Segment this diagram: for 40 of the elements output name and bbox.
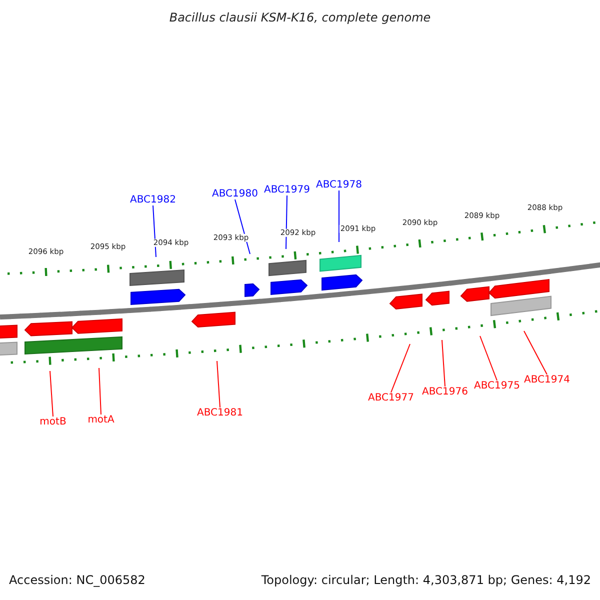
leader-line [390,344,410,393]
gene-feature [191,312,236,328]
accession-label: Accession: NC_006582 [9,574,146,588]
gene-feature [270,279,308,295]
gene-block [0,324,18,339]
gene-label: ABC1979 [264,184,310,196]
gene-feature [322,274,363,291]
leader-line [524,330,548,375]
leader-line [338,190,340,242]
title: Bacillus clausii KSM-K16, complete genome [169,11,431,25]
gene-block [268,260,306,276]
gene-label: motA [88,414,114,426]
gene-feature [130,288,186,305]
gene-block [130,269,184,286]
leader-line [286,195,288,250]
leader-line [234,199,250,254]
gene-label: ABC1978 [316,180,362,190]
gene-feature [71,318,122,334]
gene-feature [460,286,490,302]
gene-label: ABC1974 [524,374,570,386]
gene-label: ABC1975 [474,380,520,392]
leader-line [442,340,446,387]
gene-block [320,254,362,272]
gene-feature [425,290,450,306]
gene-label: ABC1981 [197,408,243,418]
leader-line [216,360,220,408]
gene-label: ABC1980 [212,188,258,200]
leader-line [480,336,498,381]
leader-line [50,370,54,417]
gene-label: motB [40,416,66,428]
gene-block [490,296,552,316]
gene-feature [389,294,422,310]
genome-info: Topology: circular; Length: 4,303,871 bp; Genes: 4,192 [261,574,591,588]
gene-label: ABC1977 [368,392,414,404]
leader-line [98,368,102,415]
gene-feature [244,283,260,298]
gene-block [24,336,122,354]
gene-label: ABC1982 [130,194,176,206]
gene-label: ABC1976 [422,386,468,398]
gene-block [0,342,18,356]
